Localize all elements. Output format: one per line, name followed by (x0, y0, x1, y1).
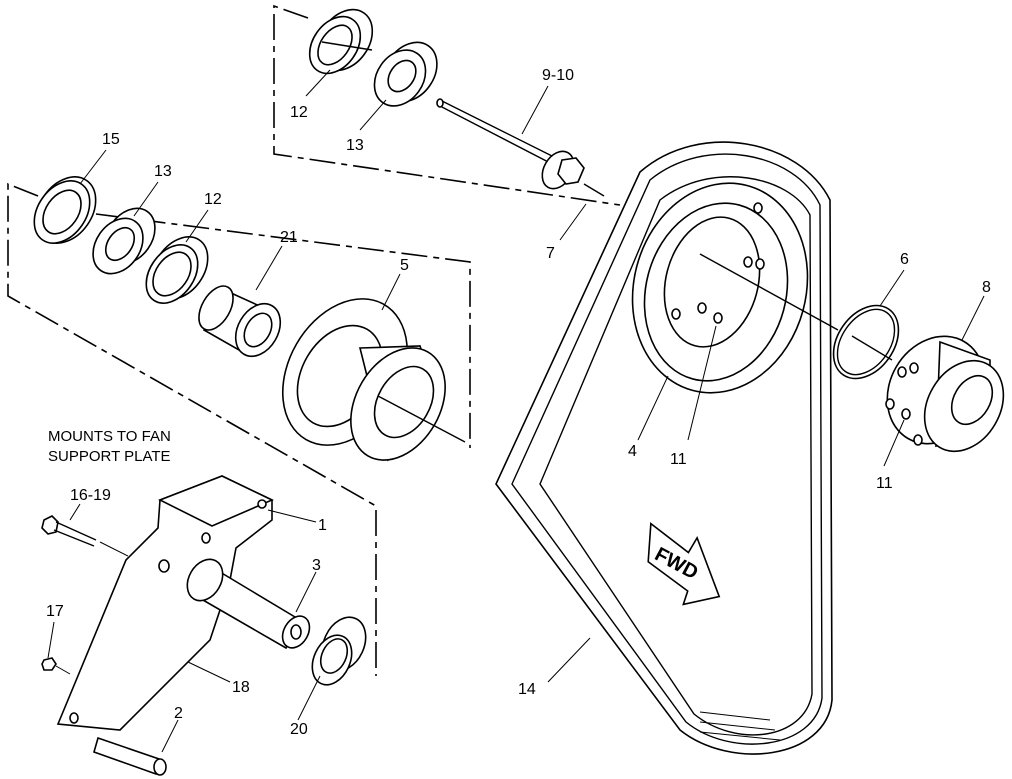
callout-4: 4 (628, 443, 637, 460)
callout-8: 8 (982, 279, 991, 296)
callout-9-10: 9-10 (542, 67, 574, 84)
spindle-shaft (186, 558, 311, 650)
crank-pulley (631, 182, 839, 394)
note-line-2: SUPPORT PLATE (48, 448, 171, 465)
callout-18: 18 (232, 679, 250, 696)
callout-11-right: 11 (876, 475, 893, 492)
callout-12-left: 12 (204, 191, 222, 208)
callout-14: 14 (518, 681, 536, 698)
pulley-adapter (885, 335, 1005, 453)
callout-16-19: 16-19 (70, 487, 111, 504)
bearing-cup-top (308, 8, 374, 75)
callout-5: 5 (400, 257, 409, 274)
callout-21: 21 (280, 229, 298, 246)
left-assembly-bracket (7, 182, 377, 676)
callout-7: 7 (546, 245, 555, 262)
leader-lines (47, 69, 985, 753)
spacer-sleeve (198, 285, 282, 358)
callout-20: 20 (290, 721, 308, 738)
note-line-1: MOUNTS TO FAN (48, 428, 171, 445)
bearing-cone-top (373, 41, 438, 107)
bearing-cup-left (145, 236, 209, 304)
callout-15: 15 (102, 131, 120, 148)
bolt-and-washer (436, 98, 605, 197)
forward-direction-arrow: FWD (647, 522, 721, 606)
callout-1: 1 (318, 517, 327, 534)
nut (41, 657, 71, 675)
bearing-cone-left (92, 207, 156, 275)
callout-17: 17 (46, 603, 64, 620)
seal (33, 176, 97, 244)
mounting-bolt (41, 515, 129, 557)
callout-13-top: 13 (346, 137, 364, 154)
hub (281, 298, 466, 462)
bushing (311, 616, 367, 686)
left-assembly-bracket-top (95, 213, 471, 448)
pivot-pin (93, 736, 167, 776)
callout-3: 3 (312, 557, 321, 574)
o-ring (832, 304, 900, 380)
callout-12-top: 12 (290, 104, 308, 121)
callout-11-mid: 11 (670, 451, 687, 468)
callout-13-left: 13 (154, 163, 172, 180)
callout-2: 2 (174, 705, 183, 722)
callout-6: 6 (900, 251, 909, 268)
upper-assembly-bracket (273, 4, 621, 206)
